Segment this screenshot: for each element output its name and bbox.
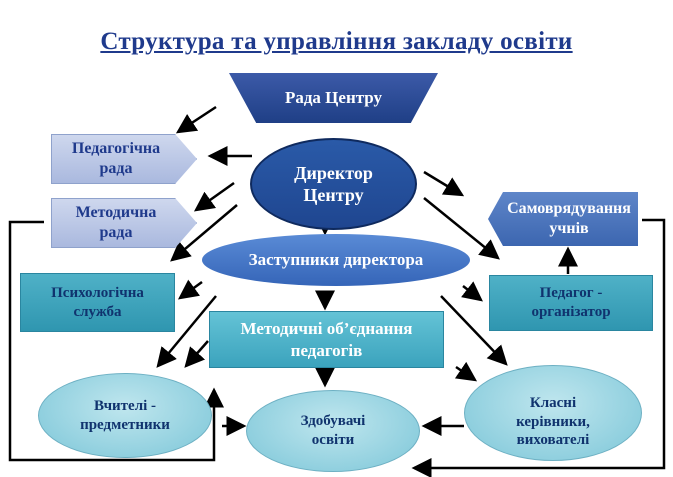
arrow-director-pedorg [423, 197, 500, 260]
diagram-title: Структура та управління закладу освіти [100, 28, 573, 55]
klasni-label-line2: керівники, [516, 413, 590, 430]
klasni-label-line1: Класні [529, 394, 577, 411]
director-label-line1: Директор [294, 162, 373, 183]
vchyteli-label-line2: предметники [80, 416, 170, 433]
methodical-associations-node: Методичні об’єднання педагогів [209, 311, 444, 368]
zdob-label-line2: освіти [311, 432, 355, 448]
class-teachers-node: Класні керівники, вихователі [464, 365, 642, 461]
metob-label-line1: Методичні об’єднання [240, 319, 413, 339]
psychological-service-node: Психологічна служба [20, 273, 175, 332]
rada-centru-node: Рада Центру [229, 73, 438, 123]
metob-label-line2: педагогів [290, 340, 363, 360]
methodical-council-node: Методична рада [51, 198, 197, 248]
pedorg-label-line2: організатор [531, 304, 611, 320]
arrow-rada-pedrada [175, 105, 217, 134]
zast-label: Заступники директора [248, 250, 424, 270]
pedagogue-organizer-node: Педагог - організатор [489, 275, 653, 331]
arrow-zast-klasni [440, 295, 508, 366]
psykh-label-line1: Психологічна [51, 284, 144, 301]
arrow-metob-vchyteli [184, 340, 209, 368]
arrow-zast-psykh [177, 279, 203, 300]
arrow-left-loop [8, 220, 224, 462]
arrow-right-loop [411, 218, 666, 477]
subject-teachers-node: Вчителі - предметники [38, 373, 212, 458]
deputy-directors-node: Заступники директора [202, 234, 470, 286]
vchyteli-label-line1: Вчителі - [93, 397, 157, 414]
students-node: Здобувачі освіти [246, 390, 420, 472]
arrow-director-metrada [193, 181, 235, 212]
arrow-director-samovr [423, 170, 465, 197]
pedrada-label-line1: Педагогічна [71, 140, 161, 157]
pedagogical-council-node: Педагогічна рада [51, 134, 197, 184]
arrow-zast-pedorg [461, 281, 483, 302]
metrada-label-line2: рада [99, 224, 133, 241]
director-label-line2: Центру [303, 185, 364, 205]
pedorg-label-line1: Педагог - [539, 285, 603, 302]
pedrada-label-line2: рада [99, 160, 133, 177]
samovr-label-line2: учнів [549, 220, 589, 237]
klasni-label-line3: вихователі [516, 432, 590, 449]
director-node: Директор Центру [250, 138, 417, 230]
arrow-zast-vchyteli [156, 295, 217, 368]
metrada-label-line1: Методична [75, 204, 157, 221]
arrow-director-psykh [170, 204, 238, 262]
zdob-label-line1: Здобувачі [300, 413, 366, 430]
arrow-metob-klasni [454, 361, 478, 382]
samovr-label-line1: Самоврядування [507, 200, 631, 217]
psykh-label-line2: служба [73, 303, 122, 320]
rada-centru-label: Рада Центру [284, 88, 383, 108]
student-self-government-node: Самоврядування учнів [488, 192, 638, 246]
